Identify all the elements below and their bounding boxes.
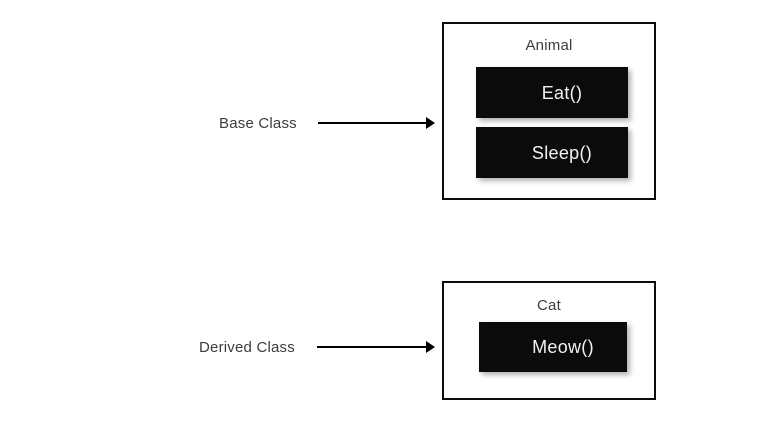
base-class-arrow (318, 116, 436, 130)
class-title-animal: Animal (525, 37, 573, 54)
method-box-meow[interactable]: Meow() (479, 322, 627, 372)
method-label-eat: Eat() (541, 82, 583, 103)
method-label-sleep: Sleep() (531, 142, 593, 163)
arrow-shaft (318, 122, 427, 124)
base-class-label: Base Class (219, 115, 297, 132)
arrow-right-icon (426, 117, 435, 129)
method-box-sleep[interactable]: Sleep() (476, 127, 628, 178)
arrow-right-icon (426, 341, 435, 353)
derived-class-label: Derived Class (199, 339, 295, 356)
class-title-cat: Cat (537, 297, 561, 314)
method-label-meow: Meow() (532, 337, 594, 357)
class-box-animal: Animal Eat() Sleep() (442, 22, 656, 200)
class-box-cat: Cat Meow() (442, 281, 656, 400)
arrow-shaft (317, 346, 427, 348)
derived-class-arrow (317, 340, 436, 354)
method-box-eat[interactable]: Eat() (476, 67, 628, 118)
